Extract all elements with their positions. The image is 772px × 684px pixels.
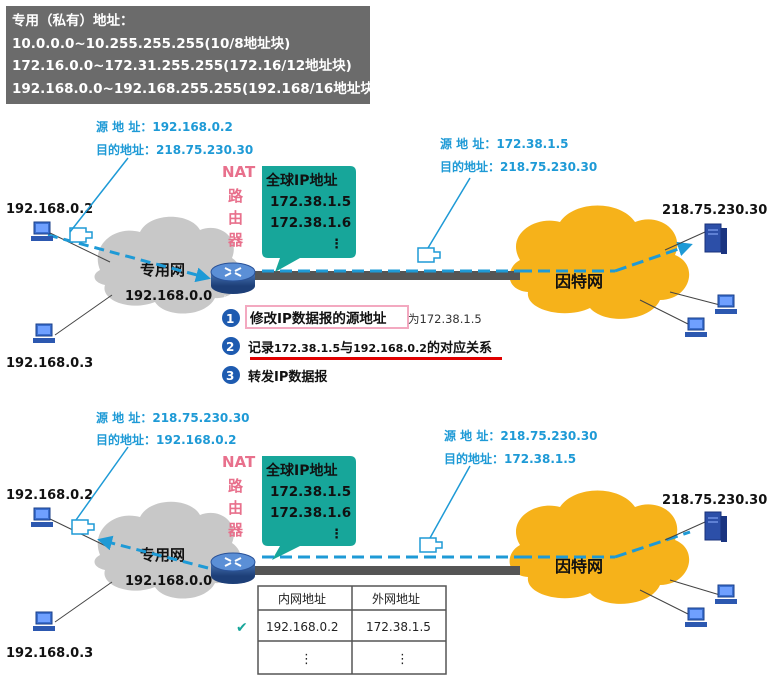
top-scenario: 专用网 192.168.0.0 因特网 192.168.0.2 192.168.… xyxy=(6,119,767,385)
pool-ellipsis: ⋮ xyxy=(330,237,343,252)
step-suffix: 为172.38.1.5 xyxy=(408,312,482,326)
private-address-box: 专用（私有）地址： 10.0.0.0~10.255.255.255(10/8地址… xyxy=(6,6,380,104)
table-header: 外网地址 xyxy=(372,592,420,606)
pool-title: 全球IP地址 xyxy=(265,462,337,479)
router-icon xyxy=(210,552,256,585)
pool-address: 172.38.1.5 xyxy=(270,484,351,500)
server-icon xyxy=(704,511,728,543)
pc-icon xyxy=(714,584,738,605)
private-forward-path xyxy=(47,233,211,283)
server-address-label: 218.75.230.30 xyxy=(662,203,767,218)
check-icon: ✔ xyxy=(236,620,248,636)
dst-label: 目的地址：192.168.0.2 xyxy=(96,432,237,447)
bottom-scenario: 专用网 192.168.0.0 因特网 192.168.0.2 192.168.… xyxy=(6,410,767,675)
packet-icon xyxy=(69,227,93,243)
table-cell: 192.168.0.2 xyxy=(266,620,339,634)
router-char: 由 xyxy=(228,499,243,517)
private-return-path xyxy=(97,535,209,570)
host-address-label: 192.168.0.3 xyxy=(6,646,93,661)
step-text: 修改IP数据报的源地址 xyxy=(249,310,387,327)
router-small-label: ROUTER xyxy=(224,585,241,590)
table-header: 内网地址 xyxy=(278,592,326,606)
wan-link xyxy=(238,566,520,575)
router-char: 路 xyxy=(228,477,244,495)
pc-icon xyxy=(684,607,708,628)
packet-icon xyxy=(71,519,95,535)
src-label: 源 地 址：172.38.1.5 xyxy=(440,136,568,151)
nat-mapping-table: 内网地址 外网地址 192.168.0.2 172.38.1.5 ⋮ ⋮ ✔ xyxy=(236,585,447,675)
dst-label: 目的地址：218.75.230.30 xyxy=(440,159,597,174)
server-icon xyxy=(704,223,728,255)
router-char: 器 xyxy=(227,231,244,249)
dst-label: 目的地址：218.75.230.30 xyxy=(96,142,253,157)
pc-icon xyxy=(30,507,54,528)
private-net-address: 192.168.0.0 xyxy=(125,574,212,589)
private-cloud xyxy=(94,501,242,599)
pool-address: 172.38.1.6 xyxy=(270,215,351,231)
router-char: 器 xyxy=(227,521,244,539)
global-ip-pool-callout xyxy=(262,456,356,560)
private-cloud xyxy=(94,216,242,314)
svg-text:2: 2 xyxy=(226,340,234,354)
step-3: 3 转发IP数据报 xyxy=(222,366,328,385)
internet-cloud xyxy=(509,490,690,604)
step-text: 记录172.38.1.5与192.168.0.2的对应关系 xyxy=(248,340,492,356)
step-underline xyxy=(250,357,502,360)
host-address-label: 192.168.0.3 xyxy=(6,356,93,371)
server-address-label: 218.75.230.30 xyxy=(662,493,767,508)
step-2: 2 记录172.38.1.5与192.168.0.2的对应关系 xyxy=(222,337,502,360)
pc-icon xyxy=(684,317,708,338)
pc-icon xyxy=(30,221,54,242)
internet-cloud xyxy=(509,205,690,319)
table-cell: 172.38.1.5 xyxy=(366,620,431,634)
private-address-title: 专用（私有）地址： xyxy=(12,13,134,29)
pool-ellipsis: ⋮ xyxy=(330,527,343,542)
wan-link xyxy=(238,271,520,280)
pool-title: 全球IP地址 xyxy=(265,172,337,189)
private-net-name: 专用网 xyxy=(140,261,185,279)
host-address-label: 192.168.0.2 xyxy=(6,202,93,217)
dst-label: 目的地址：172.38.1.5 xyxy=(444,451,576,466)
internet-name: 因特网 xyxy=(555,557,603,576)
private-net-name: 专用网 xyxy=(140,546,185,564)
src-label: 源 地 址：218.75.230.30 xyxy=(444,428,598,443)
packet-icon xyxy=(417,247,441,263)
private-range-line: 10.0.0.0~10.255.255.255(10/8地址块) xyxy=(12,35,291,52)
router-char: 路 xyxy=(228,187,244,205)
svg-text:3: 3 xyxy=(226,369,234,383)
table-cell: ⋮ xyxy=(300,652,313,667)
internet-name: 因特网 xyxy=(555,272,603,291)
router-small-label: ROUTER xyxy=(224,295,241,300)
src-label: 源 地 址：192.168.0.2 xyxy=(96,119,233,134)
pool-address: 172.38.1.5 xyxy=(270,194,351,210)
step-text: 转发IP数据报 xyxy=(248,369,328,385)
private-range-line: 192.168.0.0~192.168.255.255(192.168/16地址… xyxy=(12,80,380,97)
packet-icon xyxy=(419,537,443,553)
pool-address: 172.38.1.6 xyxy=(270,505,351,521)
nat-label: NAT xyxy=(222,163,256,181)
table-cell: ⋮ xyxy=(396,652,409,667)
nat-label: NAT xyxy=(222,453,256,471)
router-icon xyxy=(210,262,256,295)
host-address-label: 192.168.0.2 xyxy=(6,488,93,503)
svg-text:1: 1 xyxy=(226,312,234,326)
router-char: 由 xyxy=(228,209,243,227)
global-ip-pool-callout xyxy=(262,166,356,272)
src-label: 源 地 址：218.75.230.30 xyxy=(96,410,250,425)
pc-icon xyxy=(714,294,738,315)
private-range-line: 172.16.0.0~172.31.255.255(172.16/12地址块) xyxy=(12,58,352,74)
private-net-address: 192.168.0.0 xyxy=(125,289,212,304)
step-1: 1 修改IP数据报的源地址 为172.38.1.5 xyxy=(222,305,482,329)
pc-icon xyxy=(32,611,56,632)
pc-icon xyxy=(32,323,56,344)
